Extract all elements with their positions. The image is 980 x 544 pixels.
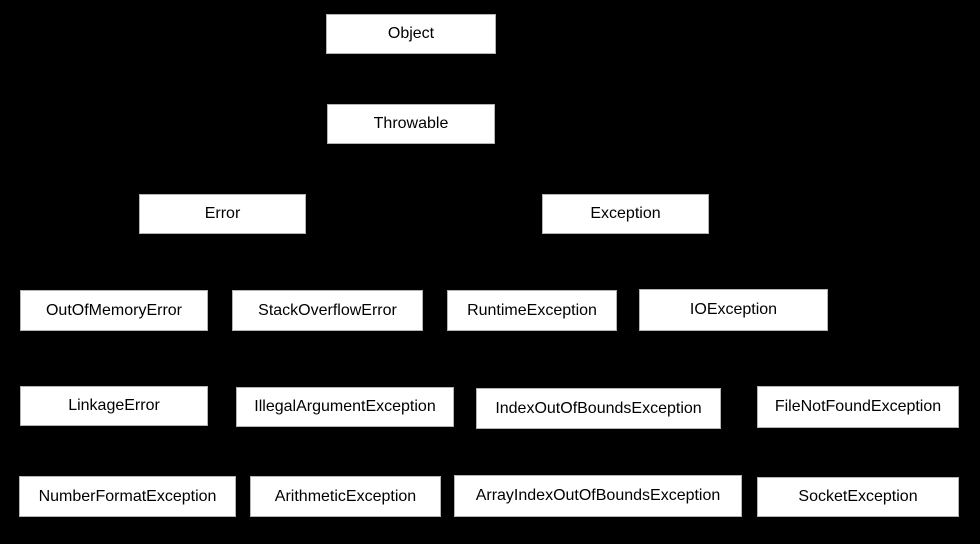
class-label: Error xyxy=(204,205,241,222)
class-label: Exception xyxy=(590,205,661,222)
class-label: RuntimeException xyxy=(467,301,597,319)
class-box-stack-overflow-error: StackOverflowError xyxy=(232,290,423,331)
class-box-exception: Exception xyxy=(542,194,709,234)
class-label: Object xyxy=(387,25,435,42)
class-label: IOException xyxy=(689,301,778,318)
class-box-linkage-error: LinkageError xyxy=(20,386,208,426)
class-label: LinkageError xyxy=(68,397,160,414)
class-label: NumberFormatException xyxy=(38,487,217,505)
class-box-illegal-argument-exception: IllegalArgumentException xyxy=(236,387,454,427)
class-box-file-not-found-exception: FileNotFoundException xyxy=(757,386,959,428)
class-box-number-format-exception: NumberFormatException xyxy=(19,476,236,517)
class-box-index-out-of-bounds-exception: IndexOutOfBoundsException xyxy=(476,388,721,429)
class-box-error: Error xyxy=(139,194,306,234)
class-box-runtime-exception: RuntimeException xyxy=(447,290,617,331)
class-label: SocketException xyxy=(798,488,918,505)
class-label: FileNotFoundException xyxy=(774,398,942,415)
class-label: StackOverflowError xyxy=(258,301,397,319)
class-label: ArrayIndexOutOfBoundsException xyxy=(475,487,721,504)
class-box-arithmetic-exception: ArithmeticException xyxy=(250,476,441,517)
class-label: ArithmeticException xyxy=(274,487,417,505)
class-box-io-exception: IOException xyxy=(639,289,828,331)
class-label: OutOfMemoryError xyxy=(45,301,182,319)
class-label: Throwable xyxy=(373,115,449,132)
class-box-out-of-memory-error: OutOfMemoryError xyxy=(20,290,208,331)
class-label: IndexOutOfBoundsException xyxy=(495,399,702,417)
class-box-socket-exception: SocketException xyxy=(757,477,959,517)
class-box-array-index-out-of-bounds-exception: ArrayIndexOutOfBoundsException xyxy=(454,475,742,517)
class-box-object: Object xyxy=(326,14,496,54)
class-box-throwable: Throwable xyxy=(327,104,495,144)
class-label: IllegalArgumentException xyxy=(254,398,436,415)
